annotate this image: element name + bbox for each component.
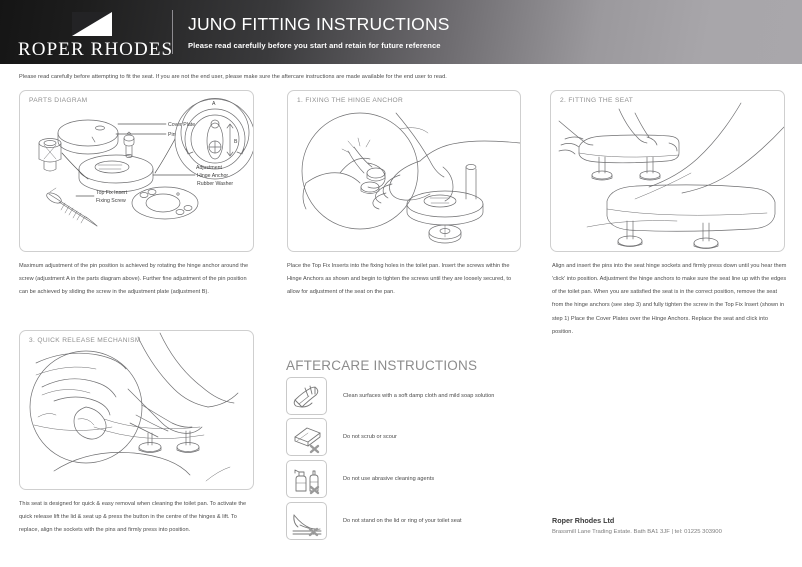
- panel-parts-diagram-title: PARTS DIAGRAM: [29, 97, 88, 104]
- scouring-pad-icon: [286, 418, 327, 456]
- header-divider: [172, 10, 173, 54]
- copy-step-1: Place the Top Fix Inserts into the fixin…: [287, 263, 512, 296]
- label-cover-plate: Cover Plate: [168, 122, 195, 128]
- aftercare-title: AFTERCARE INSTRUCTIONS: [286, 358, 478, 373]
- header-text-block: JUNO FITTING INSTRUCTIONS Please read ca…: [188, 14, 450, 50]
- aftercare-item-4: Do not stand on the lid or ring of your …: [286, 502, 462, 540]
- intro-text: Please read carefully before attempting …: [19, 74, 447, 80]
- copy-parts-diagram: Maximum adjustment of the pin position i…: [19, 263, 249, 296]
- label-pin: Pin: [168, 132, 176, 138]
- brand-logo: ROPER RHODES: [18, 12, 174, 61]
- footer-address: Brassmill Lane Trading Estate. Bath BA1 …: [552, 529, 722, 535]
- footer-company-name: Roper Rhodes Ltd: [552, 516, 615, 525]
- label-adjustment: Adjustment: [196, 165, 223, 171]
- aftercare-label-4: Do not stand on the lid or ring of your …: [343, 518, 462, 524]
- standing-foot-icon: [286, 502, 327, 540]
- label-top-fix-insert: Top Fix Insert: [96, 190, 128, 196]
- copy-step-2: Align and insert the pins into the seat …: [552, 263, 787, 335]
- panel-step-2-title: 2. FITTING THE SEAT: [560, 97, 634, 104]
- panel-step-2: 2. FITTING THE SEAT: [550, 90, 785, 252]
- aftercare-label-1: Clean surfaces with a soft damp cloth an…: [343, 393, 495, 399]
- aftercare-item-2: Do not scrub or scour: [286, 418, 397, 456]
- aftercare-item-3: Do not use abrasive cleaning agents: [286, 460, 434, 498]
- aftercare-label-3: Do not use abrasive cleaning agents: [343, 476, 435, 482]
- label-fixing-screw: Fixing Screw: [96, 198, 126, 204]
- step-3-illustration: [29, 332, 239, 482]
- cloth-wipe-icon: [286, 377, 327, 415]
- panel-step-1: 1. FIXING THE HINGE ANCHOR: [287, 90, 521, 252]
- panel-parts-diagram: PARTS DIAGRAM: [19, 90, 254, 252]
- page-subtitle: Please read carefully before you start a…: [188, 41, 441, 50]
- brand-name: ROPER RHODES: [18, 39, 174, 60]
- aftercare-label-2: Do not scrub or scour: [343, 434, 397, 440]
- parts-diagram-illustration: Cover Plate Pin Hinge Anchor Rubber Wash…: [38, 97, 253, 227]
- aftercare-item-1: Clean surfaces with a soft damp cloth an…: [286, 377, 494, 415]
- diagonal-split-square-logo-icon: [72, 12, 112, 36]
- panel-step-3-title: 3. QUICK RELEASE MECHANISM: [29, 337, 141, 344]
- step-1-illustration: [301, 112, 520, 244]
- label-rubber-washer: Rubber Washer: [197, 181, 233, 187]
- page-title: JUNO FITTING INSTRUCTIONS: [188, 14, 450, 34]
- label-adjustment-b: B: [234, 139, 238, 145]
- panel-step-3: 3. QUICK RELEASE MECHANISM: [19, 330, 254, 490]
- copy-step-3: This seat is designed for quick & easy r…: [19, 501, 247, 534]
- step-2-illustration: [558, 102, 784, 249]
- spray-bottle-icon: [286, 460, 327, 498]
- panel-step-1-title: 1. FIXING THE HINGE ANCHOR: [297, 97, 404, 104]
- label-hinge-anchor: Hinge Anchor: [197, 173, 228, 179]
- page-header: ROPER RHODES JUNO FITTING INSTRUCTIONS P…: [0, 0, 802, 64]
- label-adjustment-a: A: [212, 101, 216, 107]
